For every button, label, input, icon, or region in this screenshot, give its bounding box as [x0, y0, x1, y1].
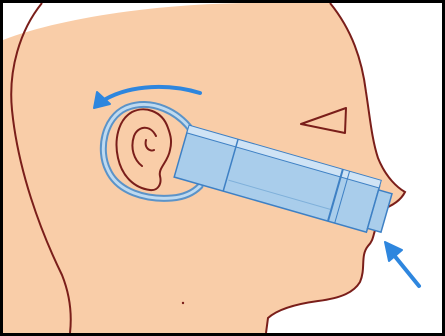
jaw-dot	[182, 302, 184, 304]
